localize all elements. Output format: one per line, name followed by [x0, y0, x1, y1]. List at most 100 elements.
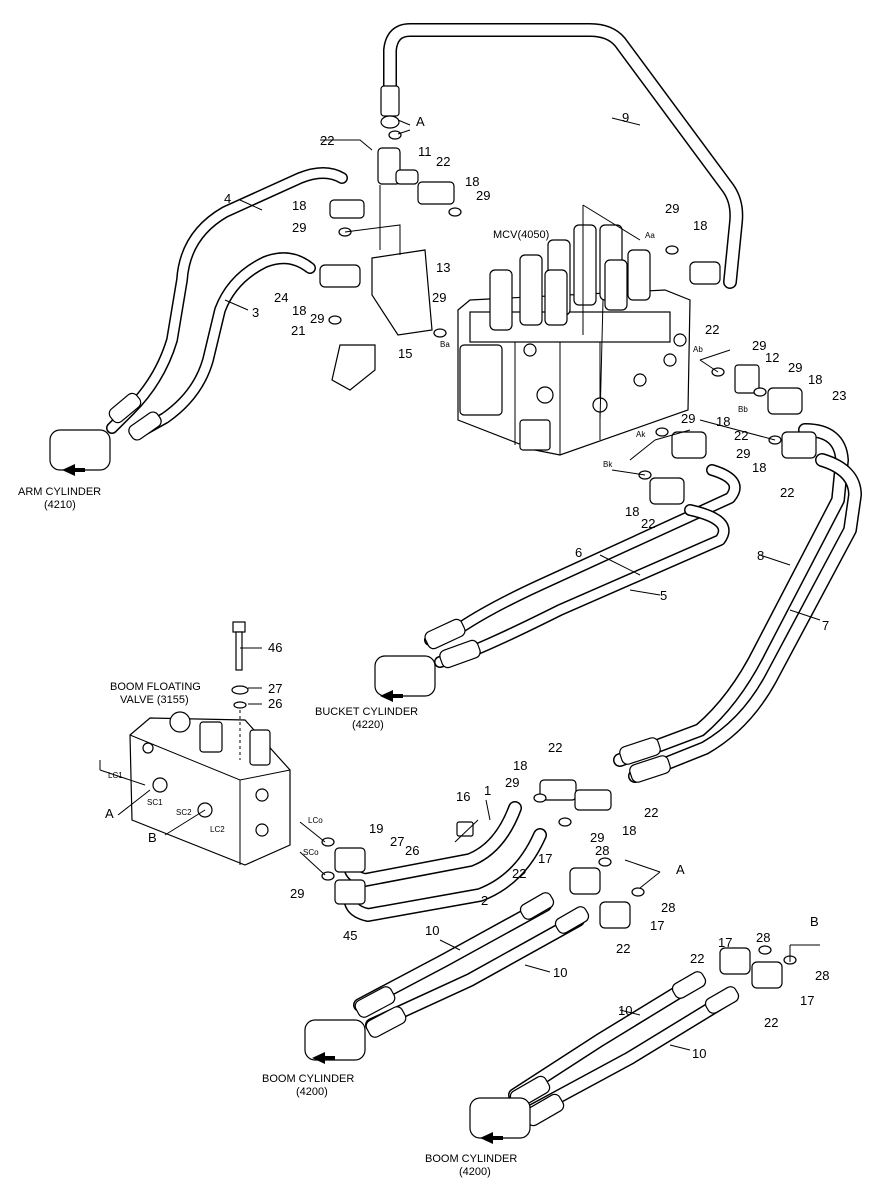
letter-B-left: B: [148, 830, 157, 845]
part-number: 22: [780, 485, 794, 500]
part-number: 22: [734, 428, 748, 443]
part-number: 29: [736, 446, 750, 461]
part-number: 18: [622, 823, 636, 838]
part-number: 29: [590, 830, 604, 845]
leader-lines: [99, 117, 821, 1051]
bucket-cylinder-code: (4220): [352, 719, 384, 731]
boom-cylinder-code-2: (4200): [459, 1166, 491, 1178]
part-number: 15: [398, 346, 412, 361]
part-number: 18: [716, 414, 730, 429]
mcv-block: [457, 224, 691, 456]
letter-B-right: B: [810, 914, 819, 929]
part-number: 27: [268, 681, 282, 696]
part-number: 22: [644, 805, 658, 820]
part-number: 29: [788, 360, 802, 375]
port-labels: Aa Ba Ab Bb Ak Bk LC1 SC1 SC2 LC2 LCo SC…: [108, 231, 748, 857]
part-number: 18: [465, 174, 479, 189]
part-number: 18: [625, 504, 639, 519]
part-number: 1: [484, 783, 491, 798]
port-Ak: Ak: [636, 430, 646, 439]
mcv-label: MCV(4050): [493, 229, 549, 241]
part-number: 18: [292, 303, 306, 318]
cylinder-callouts: ARM CYLINDER (4210) BUCKET CYLINDER (422…: [18, 229, 549, 1178]
boom-floating-valve: [129, 711, 291, 866]
part-number: 22: [548, 740, 562, 755]
part-number: 29: [432, 290, 446, 305]
port-Ab: Ab: [693, 345, 703, 354]
hose-4: [106, 167, 348, 434]
part-number: 17: [800, 993, 814, 1008]
hose-7: [628, 453, 862, 783]
part-number: 5: [660, 588, 667, 603]
fittings: [49, 130, 817, 1139]
port-SC2: SC2: [176, 808, 192, 817]
port-Bk: Bk: [603, 460, 613, 469]
part-number: 28: [595, 843, 609, 858]
hose-10-a: [353, 892, 555, 1018]
part-number: 22: [641, 516, 655, 531]
part-number: 29: [310, 311, 324, 326]
mcv-spools: [489, 224, 651, 331]
bucket-cylinder-label: BUCKET CYLINDER: [315, 706, 418, 718]
pipe-9: [380, 23, 744, 289]
part-number: 22: [616, 941, 630, 956]
hose-8: [613, 423, 849, 767]
part-number: 22: [512, 866, 526, 881]
boom-cylinder-label-2: BOOM CYLINDER: [425, 1153, 517, 1165]
part-number: 18: [808, 372, 822, 387]
boom-floating-valve-label: BOOM FLOATING: [110, 681, 201, 693]
port-LC2: LC2: [210, 825, 225, 834]
part-number: 12: [765, 350, 779, 365]
pipe-1: [343, 801, 522, 887]
part-numbers: 9 22 11 22 4 18 18 29 29 13 24 18 29 29 …: [224, 110, 846, 1061]
hose-10-b: [365, 906, 590, 1038]
part-number: 29: [752, 338, 766, 353]
part-number: 28: [815, 968, 829, 983]
part-number: 18: [513, 758, 527, 773]
letter-A-left: A: [105, 806, 114, 821]
part-number: 8: [757, 548, 764, 563]
part-number: 4: [224, 191, 231, 206]
part-number: 10: [692, 1046, 706, 1061]
part-number: 10: [425, 923, 439, 938]
part-number: 27: [390, 834, 404, 849]
part-number: 28: [661, 900, 675, 915]
part-number: 29: [292, 220, 306, 235]
part-number: 18: [292, 198, 306, 213]
port-Aa: Aa: [645, 231, 655, 240]
part-number: 6: [575, 545, 582, 560]
part-number: 17: [538, 851, 552, 866]
hose-5: [434, 504, 730, 669]
port-Ba: Ba: [440, 340, 450, 349]
port-SC1: SC1: [147, 798, 163, 807]
port-LC1: LC1: [108, 771, 123, 780]
part-number: 45: [343, 928, 357, 943]
part-number: 18: [752, 460, 766, 475]
part-number: 21: [291, 323, 305, 338]
boom-cylinder-code-1: (4200): [296, 1086, 328, 1098]
part-number: 29: [665, 201, 679, 216]
part-number: 11: [418, 144, 432, 159]
part-number: 22: [764, 1015, 778, 1030]
hose-10-c: [508, 971, 707, 1109]
boom-cylinder-label-1: BOOM CYLINDER: [262, 1073, 354, 1085]
part-number: 16: [456, 789, 470, 804]
part-number: 29: [681, 411, 695, 426]
boom-floating-valve-code: VALVE (3155): [120, 694, 189, 706]
arm-cylinder-code: (4210): [44, 499, 76, 511]
port-Bb: Bb: [738, 405, 748, 414]
part-number: 18: [693, 218, 707, 233]
part-number: 7: [822, 618, 829, 633]
letter-A-mid: A: [676, 862, 685, 877]
part-number: 17: [650, 918, 664, 933]
part-number: 26: [405, 843, 419, 858]
arm-cylinder-label: ARM CYLINDER: [18, 486, 101, 498]
part-number: 29: [476, 188, 490, 203]
cylinder-arrows: [62, 464, 503, 1144]
part-number: 22: [690, 951, 704, 966]
part-number: 19: [369, 821, 383, 836]
part-number: 22: [705, 322, 719, 337]
part-number: 9: [622, 110, 629, 125]
part-number: 29: [290, 886, 304, 901]
